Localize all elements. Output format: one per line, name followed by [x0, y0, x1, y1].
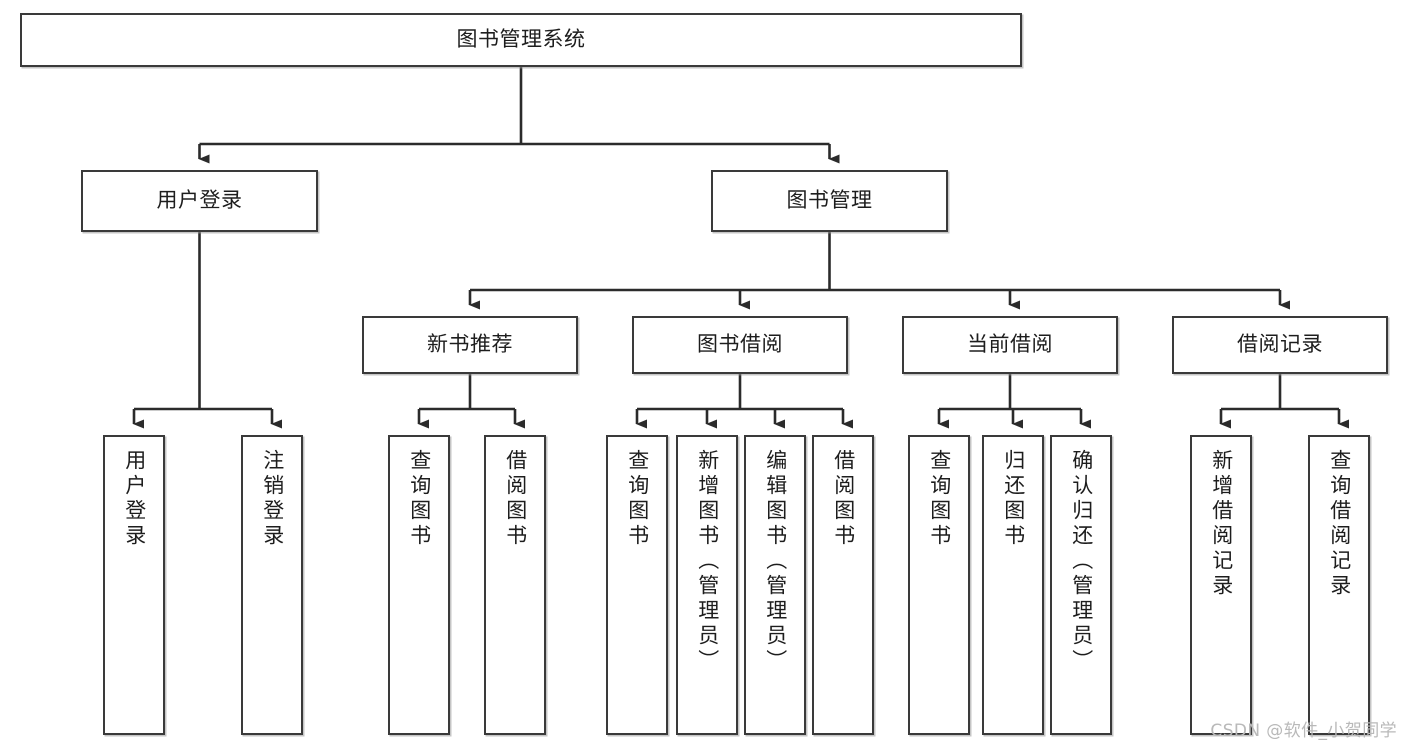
- node-user-login[interactable]: 用户登录: [81, 170, 318, 232]
- node-leaf-borrow-book-1-label: 借阅图书: [503, 449, 528, 549]
- node-leaf-query-book-2[interactable]: 查询图书: [606, 435, 668, 735]
- node-book-borrow[interactable]: 图书借阅: [632, 316, 848, 374]
- node-current-borrow[interactable]: 当前借阅: [902, 316, 1118, 374]
- node-root-label: 图书管理系统: [456, 27, 586, 52]
- node-leaf-add-book-label: 新增图书（管理员）: [695, 449, 720, 674]
- node-leaf-confirm-return-label: 确认归还（管理员）: [1069, 449, 1094, 674]
- node-leaf-query-book-3[interactable]: 查询图书: [908, 435, 970, 735]
- node-leaf-user-login-label: 用户登录: [122, 449, 147, 549]
- node-leaf-return-book[interactable]: 归还图书: [982, 435, 1044, 735]
- node-leaf-return-book-label: 归还图书: [1001, 449, 1026, 549]
- node-leaf-query-borrow-record[interactable]: 查询借阅记录: [1308, 435, 1370, 735]
- node-leaf-query-book-1[interactable]: 查询图书: [388, 435, 450, 735]
- node-current-borrow-label: 当前借阅: [967, 332, 1053, 357]
- node-leaf-confirm-return[interactable]: 确认归还（管理员）: [1050, 435, 1112, 735]
- node-leaf-query-book-1-label: 查询图书: [407, 449, 432, 549]
- node-leaf-add-borrow-record[interactable]: 新增借阅记录: [1190, 435, 1252, 735]
- node-leaf-add-book[interactable]: 新增图书（管理员）: [676, 435, 738, 735]
- node-leaf-user-login[interactable]: 用户登录: [103, 435, 165, 735]
- node-new-book-recommend[interactable]: 新书推荐: [362, 316, 578, 374]
- node-book-manage-label: 图书管理: [786, 188, 873, 213]
- node-borrow-record[interactable]: 借阅记录: [1172, 316, 1388, 374]
- node-root[interactable]: 图书管理系统: [20, 13, 1022, 67]
- node-leaf-query-borrow-record-label: 查询借阅记录: [1327, 449, 1352, 599]
- node-borrow-record-label: 借阅记录: [1237, 332, 1323, 357]
- node-leaf-borrow-book-1[interactable]: 借阅图书: [484, 435, 546, 735]
- node-leaf-borrow-book-2[interactable]: 借阅图书: [812, 435, 874, 735]
- node-new-book-recommend-label: 新书推荐: [427, 332, 513, 357]
- node-book-manage[interactable]: 图书管理: [711, 170, 948, 232]
- node-leaf-query-book-2-label: 查询图书: [625, 449, 650, 549]
- node-leaf-logout[interactable]: 注销登录: [241, 435, 303, 735]
- node-leaf-query-book-3-label: 查询图书: [927, 449, 952, 549]
- node-leaf-logout-label: 注销登录: [260, 449, 285, 549]
- node-leaf-borrow-book-2-label: 借阅图书: [831, 449, 856, 549]
- node-leaf-edit-book-label: 编辑图书（管理员）: [763, 449, 788, 674]
- node-leaf-add-borrow-record-label: 新增借阅记录: [1209, 449, 1234, 599]
- node-user-login-label: 用户登录: [156, 188, 243, 213]
- watermark-text: CSDN @软件_小贺同学: [1210, 721, 1397, 741]
- node-book-borrow-label: 图书借阅: [697, 332, 783, 357]
- node-leaf-edit-book[interactable]: 编辑图书（管理员）: [744, 435, 806, 735]
